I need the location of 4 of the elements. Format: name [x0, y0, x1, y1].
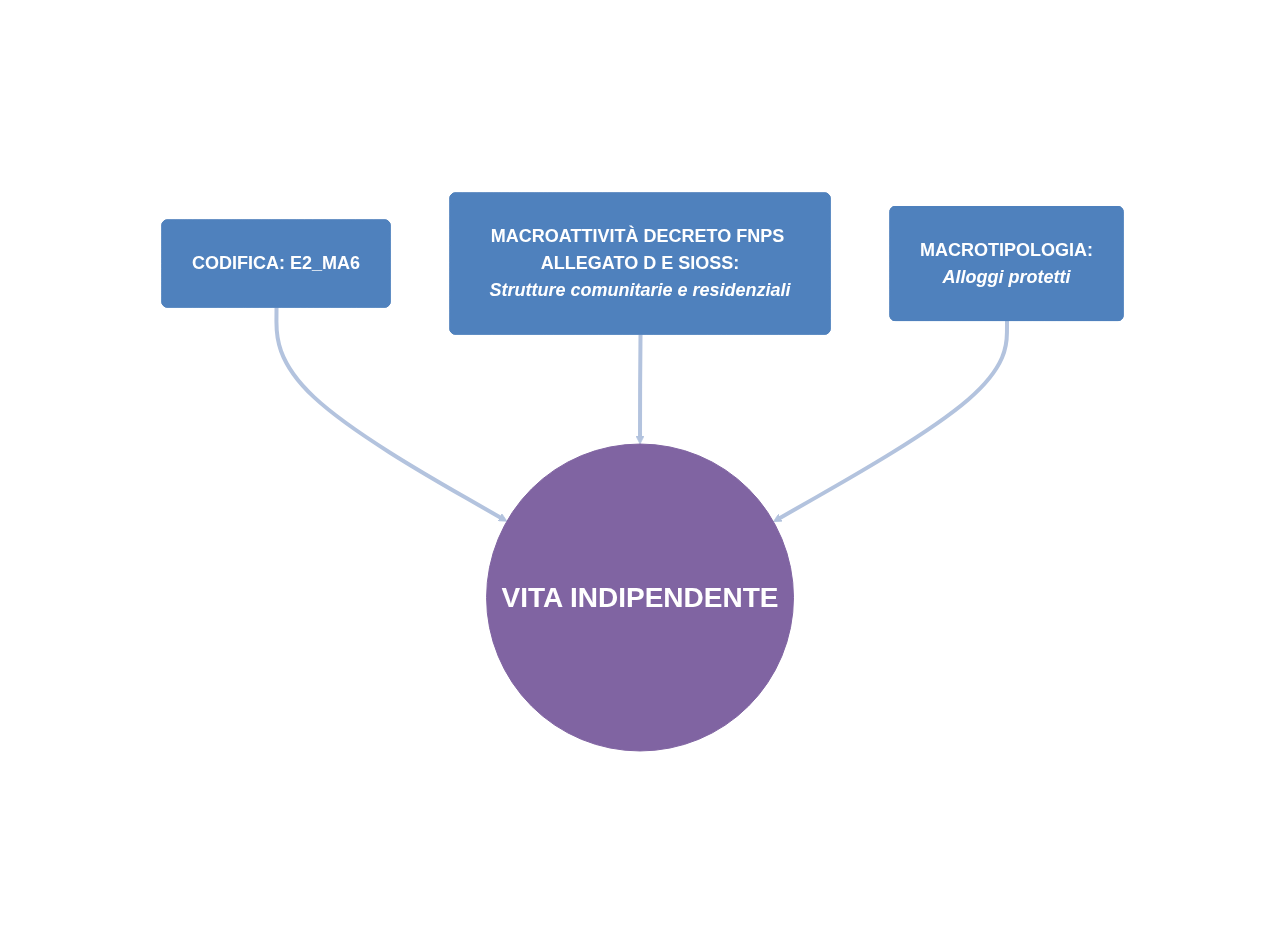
- node-circle: VITA INDIPENDENTE: [486, 443, 794, 752]
- arrow: [773, 321, 1009, 523]
- arrow: [274, 307, 508, 522]
- arrow: [635, 334, 645, 445]
